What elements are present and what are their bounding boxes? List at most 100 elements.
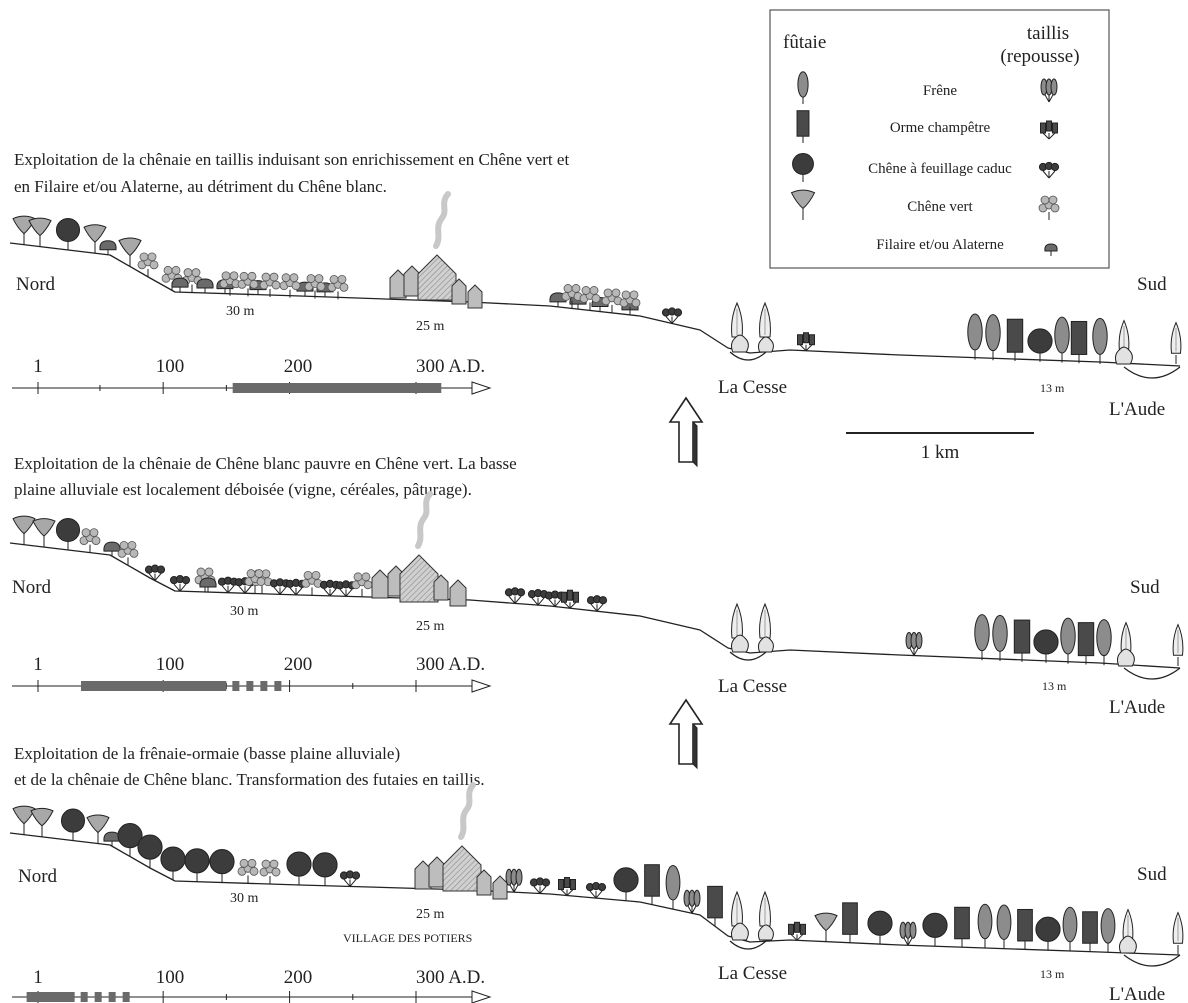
panel-2: Exploitation de la chênaie de Chêne blan… <box>9 454 1184 718</box>
house-icon <box>442 845 482 892</box>
panel-caption-line-1: Exploitation de la chênaie en taillis in… <box>14 150 569 169</box>
riparian-bush-icon <box>730 334 749 353</box>
river-cesse-channel <box>729 940 767 950</box>
frene-tree-icon <box>985 314 1001 361</box>
chene-caduc-tree-icon <box>613 867 639 901</box>
terrain-profile <box>9 542 1181 680</box>
riparian-bush-icon <box>1118 935 1137 954</box>
riparian-tree-icon <box>1172 911 1184 954</box>
river-l-aude: L'Aude <box>1109 399 1165 420</box>
altitude-30m: 30 m <box>230 891 259 906</box>
timeline-occupation-bar <box>232 383 442 393</box>
vegetation <box>12 191 1182 365</box>
frene-taillis-icon <box>899 921 917 946</box>
orme-taillis-icon <box>558 877 576 896</box>
orme-taillis-icon <box>797 332 815 352</box>
chene-vert-tree-icon <box>814 912 838 942</box>
altitude-25m: 25 m <box>416 619 445 634</box>
panel-caption-line-2: plaine alluviale est localement déboisée… <box>14 480 472 499</box>
chene-vert-taillis-icon <box>244 569 266 594</box>
house-icon <box>451 278 467 305</box>
chene-vert-taillis-icon <box>79 528 101 553</box>
scale-bar: 1 km <box>846 432 1034 463</box>
filaire-shrub-icon <box>171 277 189 293</box>
chene-vert-tree-icon <box>86 814 110 844</box>
legend-row-chene_vert: Chêne vert <box>790 189 1060 220</box>
legend-label-orme: Orme champêtre <box>890 120 991 136</box>
chene-vert-taillis-icon <box>279 273 301 298</box>
chene-vert-taillis-icon <box>219 271 241 296</box>
frene-tree-icon <box>1062 906 1078 951</box>
river-aude-channel <box>1123 366 1181 379</box>
frene-tree-icon <box>967 313 983 360</box>
chene-caduc-taillis-icon <box>527 589 549 606</box>
timeline-tick-300: 300 A.D. <box>416 967 485 988</box>
chene-vert-taillis-icon <box>117 540 139 566</box>
frene-tree-icon <box>1092 317 1108 364</box>
south-label: Sud <box>1130 577 1160 598</box>
panel-1: Exploitation de la chênaie en taillis in… <box>9 150 1182 420</box>
panel-caption-line-1: Exploitation de la frênaie-ormaie (basse… <box>14 744 400 763</box>
panel-caption-line-2: en Filaire et/ou Alaterne, au détriment … <box>14 177 387 196</box>
chene-caduc-taillis-icon <box>269 578 291 595</box>
orme-tree-icon <box>644 864 660 905</box>
filaire-shrub-icon <box>99 240 117 255</box>
river-cesse-channel <box>729 351 767 361</box>
timeline-tick-300: 300 A.D. <box>416 356 485 377</box>
south-label: Sud <box>1137 274 1167 295</box>
riparian-bush-icon <box>757 636 774 653</box>
chene-caduc-tree-icon <box>209 849 235 883</box>
village-houses <box>371 491 467 607</box>
chene-vert-tree-icon <box>83 224 107 254</box>
chene-vert-taillis-icon <box>304 274 326 299</box>
timeline-occupation-dashes <box>80 992 130 1002</box>
terrain-profile <box>9 242 1181 379</box>
smoke-icon <box>415 491 433 549</box>
chene-caduc-tree-icon <box>1033 629 1059 663</box>
orme-tree-icon <box>842 902 858 943</box>
orme-taillis-icon <box>1040 120 1058 140</box>
chene-vert-taillis-icon <box>259 272 281 298</box>
house-icon <box>476 869 492 896</box>
chene-caduc-tree-icon <box>60 808 86 841</box>
altitude-30m: 30 m <box>226 304 255 319</box>
scale-bar-label: 1 km <box>921 442 960 463</box>
timeline-occupation-bar <box>26 992 75 1002</box>
legend-row-frene: Frêne <box>797 71 1058 104</box>
village-label: VILLAGE DES POTIERS <box>343 931 472 945</box>
chene-vert-tree-icon <box>790 189 816 220</box>
orme-taillis-icon <box>788 921 806 941</box>
frene-tree-icon <box>1096 619 1112 666</box>
chene-vert-tree-icon <box>12 805 36 835</box>
altitude-13m: 13 m <box>1040 381 1065 395</box>
legend-label-frene: Frêne <box>923 83 957 99</box>
chene-vert-taillis-icon <box>1038 195 1060 220</box>
timeline-tick-1: 1 <box>33 356 43 377</box>
chene-caduc-tree-icon <box>1035 916 1061 951</box>
north-label: Nord <box>18 866 58 887</box>
chene-caduc-taillis-icon <box>339 870 361 887</box>
legend-row-orme: Orme champêtre <box>796 110 1058 143</box>
river-la-cesse: La Cesse <box>718 676 787 697</box>
house-icon <box>399 554 439 603</box>
riparian-bush-icon <box>757 336 774 353</box>
timeline-tick-300: 300 A.D. <box>416 654 485 675</box>
river-la-cesse: La Cesse <box>718 377 787 398</box>
house-icon <box>417 254 457 301</box>
orme-tree-icon <box>1077 622 1095 665</box>
legend-label-chene_vert: Chêne vert <box>907 199 973 215</box>
legend-repousse-heading: (repousse) <box>1000 46 1079 67</box>
timeline-arrow-icon <box>471 679 492 693</box>
orme-tree-icon <box>1070 320 1088 364</box>
riparian-tree-icon <box>1170 321 1182 364</box>
chene-caduc-tree-icon <box>312 852 338 886</box>
smoke-icon <box>458 782 476 840</box>
smoke-icon <box>433 191 451 249</box>
chene-vert-taillis-icon <box>579 286 601 311</box>
vegetation <box>12 782 1184 954</box>
south-label: Sud <box>1137 864 1167 885</box>
chene-vert-tree-icon <box>28 217 52 247</box>
riparian-bush-icon <box>730 922 749 941</box>
